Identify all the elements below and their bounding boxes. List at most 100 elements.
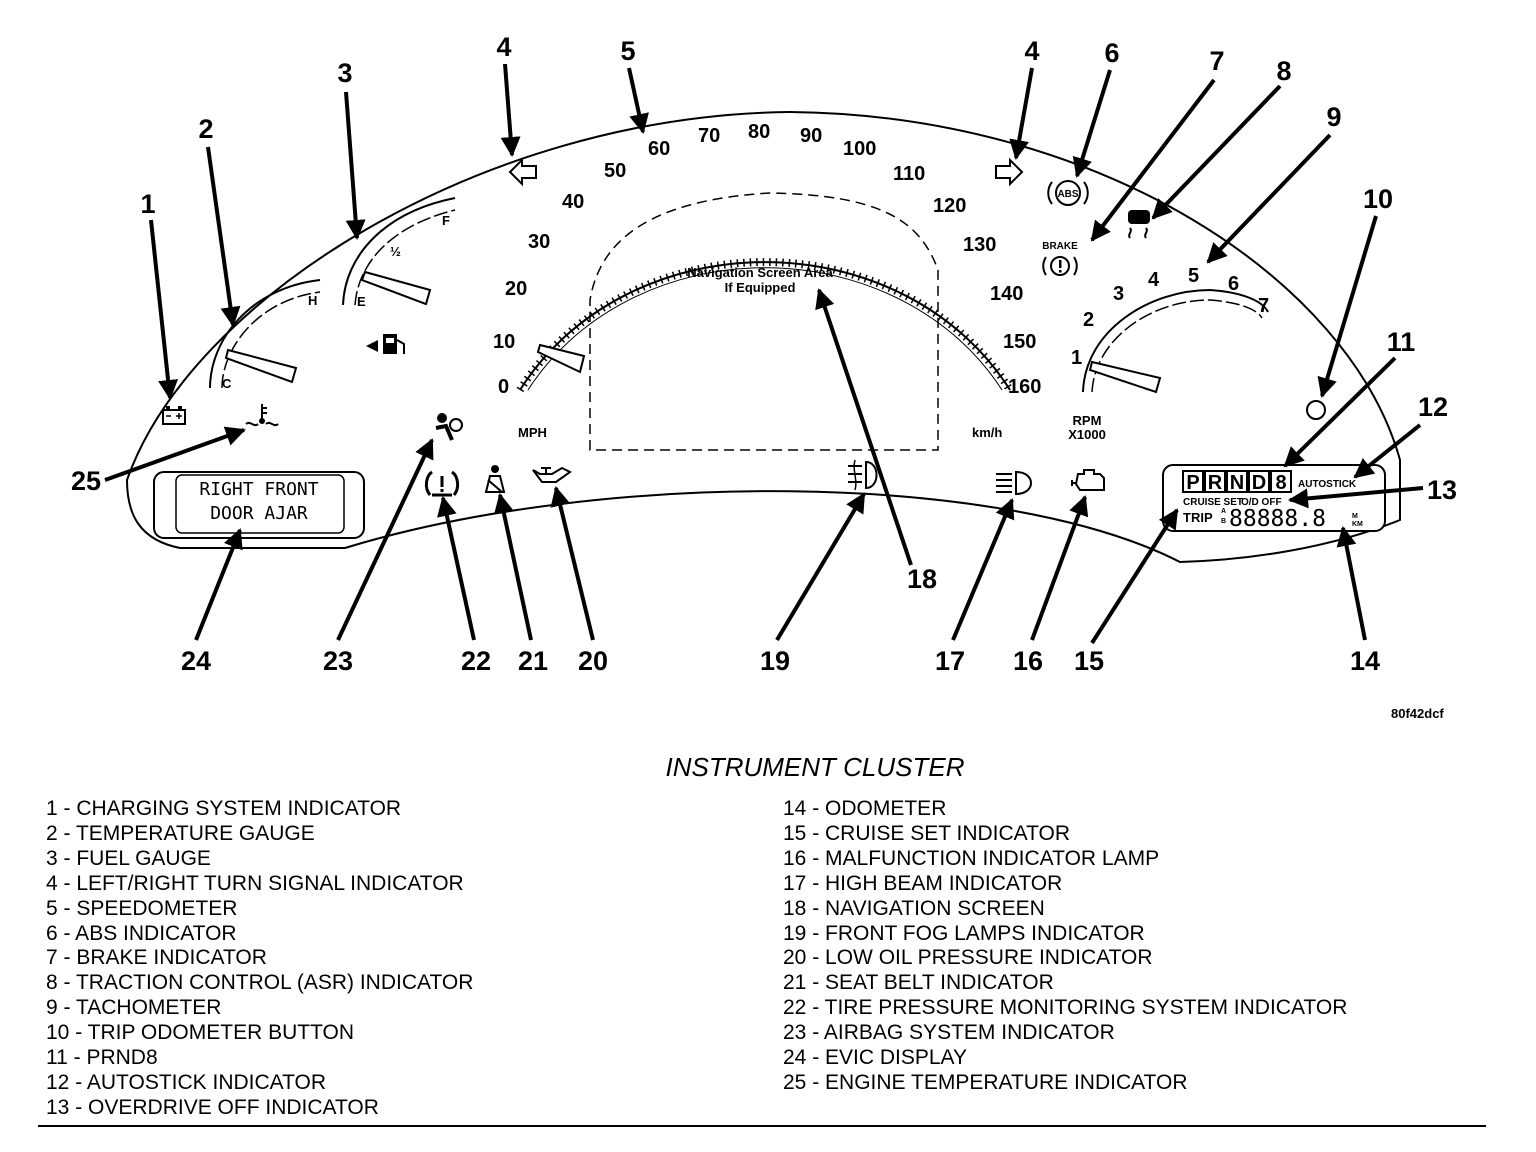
legend-item: 17 - HIGH BEAM INDICATOR <box>783 871 1063 895</box>
legend-item: 8 - TRACTION CONTROL (ASR) INDICATOR <box>46 971 474 995</box>
legend-item: 20 - LOW OIL PRESSURE INDICATOR <box>783 946 1153 970</box>
speed-label-150: 150 <box>1003 331 1036 353</box>
speed-label-10: 10 <box>493 331 515 353</box>
prnd8-indicator: P R N D 8 <box>1182 470 1292 494</box>
arrow-16 <box>1030 495 1089 641</box>
arrow-12 <box>1353 423 1422 479</box>
svg-text:BRAKE: BRAKE <box>1042 241 1078 252</box>
temperature-gauge: C H <box>209 279 321 391</box>
callout-22: 22 <box>461 646 491 676</box>
legend-item: 3 - FUEL GAUGE <box>46 846 211 870</box>
left-turn-signal-icon <box>508 157 537 187</box>
legend-item: 21 - SEAT BELT INDICATOR <box>783 971 1054 995</box>
legend-item: 1 - CHARGING SYSTEM INDICATOR <box>46 797 402 820</box>
callout-4b: 4 <box>1024 36 1039 66</box>
fuel-needle <box>360 270 432 306</box>
arrow-17 <box>951 498 1015 641</box>
seat-belt-icon <box>484 465 506 493</box>
legend-item: 18 - NAVIGATION SCREEN <box>783 896 1045 920</box>
legend-item: 6 - ABS INDICATOR <box>46 921 237 945</box>
arrow-10 <box>1317 215 1378 398</box>
temp-hot-label: H <box>308 293 317 308</box>
cluster-outline <box>125 110 1401 564</box>
legend-item: 19 - FRONT FOG LAMPS INDICATOR <box>783 921 1145 945</box>
callout-17: 17 <box>935 646 965 676</box>
tach-label-7: 7 <box>1258 295 1269 317</box>
arrow-5 <box>627 67 649 134</box>
callout-2: 2 <box>198 114 213 144</box>
speed-label-110: 110 <box>893 163 925 185</box>
odometer-digits: 88888.8 <box>1229 506 1326 532</box>
tachometer-needle <box>1088 360 1162 394</box>
callout-24: 24 <box>181 646 211 676</box>
speed-label-50: 50 <box>604 160 626 182</box>
arrow-6 <box>1072 69 1112 178</box>
prnd-p: P <box>1186 472 1199 494</box>
tach-label-3: 3 <box>1113 283 1124 305</box>
arrow-1 <box>149 219 179 400</box>
legend-item: 16 - MALFUNCTION INDICATOR LAMP <box>783 846 1160 870</box>
legend-item: 10 - TRIP ODOMETER BUTTON <box>46 1021 355 1045</box>
arrow-4a <box>500 63 521 157</box>
arrow-19 <box>775 492 866 642</box>
bottom-rule <box>38 1125 1486 1127</box>
speedometer-needle <box>536 343 586 374</box>
rpm-label: RPM <box>1073 413 1102 428</box>
legend-item: 7 - BRAKE INDICATOR <box>46 946 267 970</box>
callout-3: 3 <box>337 58 352 88</box>
navigation-screen-area: Navigation Screen Area If Equipped <box>589 192 939 451</box>
callout-7: 7 <box>1209 46 1224 76</box>
callout-11: 11 <box>1387 327 1416 357</box>
trip-a-label: A <box>1221 508 1226 515</box>
speed-label-40: 40 <box>562 191 584 213</box>
legend-item: 4 - LEFT/RIGHT TURN SIGNAL INDICATOR <box>46 871 464 895</box>
transmission-odometer-display: P R N D 8 AUTOSTICK CRUISE SET O/D OFF T… <box>1162 464 1386 532</box>
prnd-n: N <box>1230 472 1244 494</box>
arrow-13 <box>1288 486 1424 509</box>
callout-6: 6 <box>1104 38 1119 68</box>
speed-label-60: 60 <box>648 138 670 160</box>
speed-label-160: 160 <box>1008 376 1041 398</box>
arrow-15 <box>1090 508 1179 645</box>
speed-label-70: 70 <box>698 125 720 147</box>
arrow-14 <box>1336 526 1367 641</box>
callout-25: 25 <box>71 466 101 496</box>
legend-right: 14 - ODOMETER 15 - CRUISE SET INDICATOR … <box>783 797 1347 1096</box>
speedometer: 0 10 20 30 40 50 60 70 80 90 100 110 120… <box>493 121 1041 440</box>
arrow-22 <box>437 496 476 641</box>
tachometer: 1 2 3 4 5 6 7 RPM X1000 <box>1068 265 1269 442</box>
trip-odometer-button[interactable] <box>1306 400 1326 420</box>
mph-label: MPH <box>518 425 547 440</box>
arrow-18 <box>815 288 913 566</box>
autostick-indicator: AUTOSTICK <box>1298 479 1357 490</box>
fuel-pump-icon <box>366 334 405 354</box>
battery-icon <box>162 406 186 425</box>
arrow-8 <box>1151 84 1282 220</box>
legend-item: 13 - OVERDRIVE OFF INDICATOR <box>46 1095 379 1119</box>
evic-display: RIGHT FRONT DOOR AJAR <box>153 471 365 539</box>
legend-item: 25 - ENGINE TEMPERATURE INDICATOR <box>783 1070 1188 1094</box>
check-engine-icon <box>1071 469 1105 491</box>
arrow-4b <box>1009 67 1034 160</box>
callout-15: 15 <box>1074 646 1104 676</box>
callout-18: 18 <box>907 564 937 594</box>
prnd-r: R <box>1208 472 1223 494</box>
arrow-23 <box>336 438 434 641</box>
arrow-25 <box>104 426 246 482</box>
nav-area-label: Navigation Screen Area <box>687 265 833 280</box>
callout-8: 8 <box>1276 56 1291 86</box>
arrow-3 <box>344 91 366 240</box>
trip-b-label: B <box>1221 518 1226 525</box>
tach-label-6: 6 <box>1228 273 1239 295</box>
rpm-unit-label: X1000 <box>1068 427 1106 442</box>
navigation-screen-outline <box>589 192 939 451</box>
tach-label-1: 1 <box>1071 347 1082 369</box>
fuel-empty-label: E <box>357 294 366 309</box>
arrow-24 <box>194 528 243 641</box>
callout-16: 16 <box>1013 646 1043 676</box>
speed-label-90: 90 <box>800 125 822 147</box>
evic-line-2: DOOR AJAR <box>210 503 308 524</box>
speed-label-120: 120 <box>933 195 966 217</box>
figure-id: 80f42dcf <box>1391 706 1444 721</box>
legend-item: 24 - EVIC DISPLAY <box>783 1046 968 1070</box>
